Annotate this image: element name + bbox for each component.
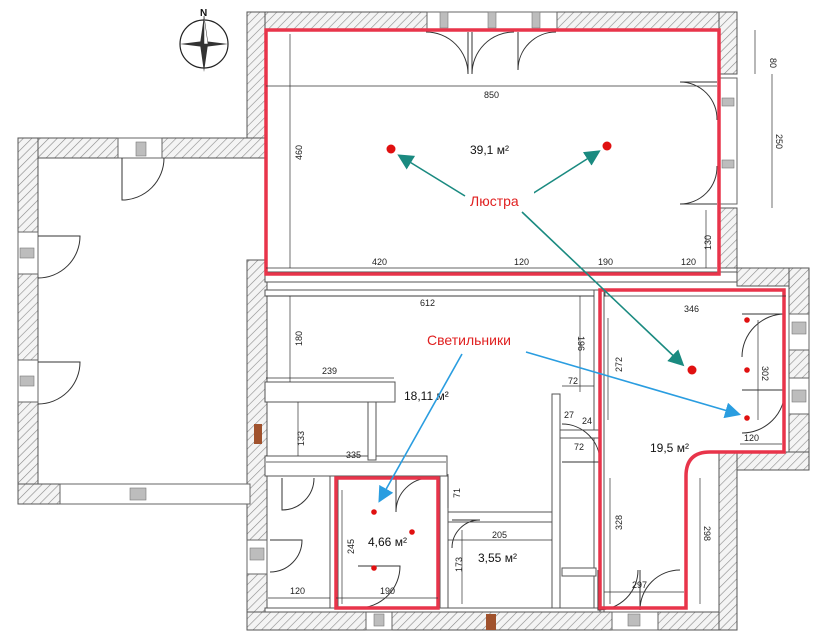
dim-328: 328: [614, 515, 624, 530]
spotlight-dot: [371, 509, 377, 515]
compass-rose: N: [179, 8, 229, 72]
dim-245: 245: [346, 539, 356, 554]
dim-71: 71: [452, 488, 462, 498]
lights-label-bg: [424, 330, 528, 350]
chandelier-label-bg: [466, 191, 534, 211]
spotlight-dot: [371, 565, 377, 571]
chandelier-dot: [602, 141, 612, 151]
area-corridor: 18,11 м²: [404, 389, 449, 403]
spotlight-dot: [744, 367, 750, 373]
dim-173: 173: [454, 557, 464, 572]
dim-420: 420: [372, 257, 387, 267]
dim-250: 250: [774, 134, 784, 149]
dim-205: 205: [492, 530, 507, 540]
dim-272: 272: [614, 357, 624, 372]
living-room-highlight: [264, 28, 721, 276]
bedroom-highlight: [598, 288, 786, 610]
exterior-walls: [17, 11, 810, 631]
door-swings: [37, 31, 786, 611]
dim-72-a: 72: [568, 376, 578, 386]
dim-196: 196: [576, 336, 586, 351]
dim-120-a: 120: [514, 257, 529, 267]
chandelier-markers: [386, 141, 697, 375]
dim-335: 335: [346, 450, 361, 460]
entrance-door: [254, 424, 262, 444]
dim-27: 27: [564, 410, 574, 420]
dim-120-d: 120: [290, 586, 305, 596]
compass-north-label: N: [200, 8, 207, 19]
area-living-room: 39,1 м²: [470, 143, 509, 157]
dim-239: 239: [322, 366, 337, 376]
dim-130: 130: [703, 235, 713, 250]
chandelier-label: Люстра: [470, 193, 519, 209]
highlight-outlines: [264, 28, 786, 610]
spotlight-markers: [371, 317, 750, 571]
entrance-door-south: [486, 614, 496, 630]
dim-190-b: 190: [380, 586, 395, 596]
bathroom-highlight: [334, 476, 440, 610]
dim-120-b: 120: [681, 257, 696, 267]
dim-180: 180: [294, 331, 304, 346]
lights-label: Светильники: [427, 332, 511, 348]
dim-460: 460: [294, 145, 304, 160]
dimension-lines: [266, 30, 786, 604]
lights-arrows: [378, 351, 742, 503]
dim-612: 612: [420, 298, 435, 308]
chandelier-dot: [386, 144, 396, 154]
dim-133: 133: [296, 431, 306, 446]
dim-302: 302: [760, 366, 770, 381]
dim-190-a: 190: [598, 257, 613, 267]
dim-80: 80: [768, 58, 778, 68]
windows: [17, 11, 810, 631]
area-bedroom: 19,5 м²: [650, 441, 689, 455]
chandelier-arrows: [397, 150, 685, 367]
dim-72-b: 72: [574, 442, 584, 452]
spotlight-dot: [409, 529, 415, 535]
dim-298: 298: [702, 526, 712, 541]
dim-120-c: 120: [744, 433, 759, 443]
spotlight-dot: [744, 415, 750, 421]
spotlight-dot: [744, 317, 750, 323]
area-wc: 3,55 м²: [478, 551, 517, 565]
dim-24: 24: [582, 416, 592, 426]
chandelier-dot: [687, 365, 697, 375]
dim-297: 297: [632, 580, 647, 590]
area-bathroom: 4,66 м²: [368, 535, 407, 549]
window-marks: [19, 11, 807, 627]
dim-346: 346: [684, 304, 699, 314]
dim-850: 850: [484, 90, 499, 100]
